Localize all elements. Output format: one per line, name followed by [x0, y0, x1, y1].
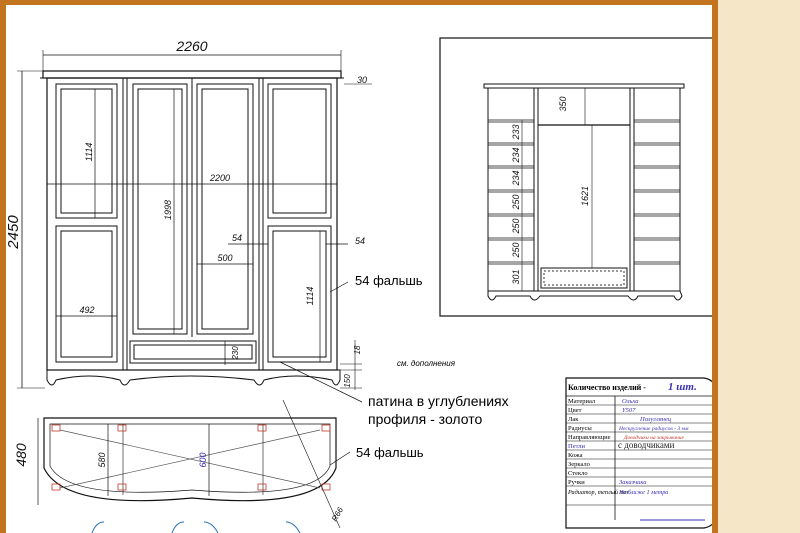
note-see-addition: см. дополнения — [397, 359, 456, 368]
dim-depth: 480 — [13, 443, 29, 467]
tb-quantity-label: Количество изделий - — [568, 383, 646, 392]
tb-row-label: Петли — [568, 443, 586, 450]
dim-width: 2260 — [175, 38, 207, 54]
tb-row-label: Ручки — [568, 479, 585, 486]
dim-inner-width: 2200 — [209, 173, 230, 183]
note-patina-line1: патина в углублениях — [368, 393, 509, 409]
dim-shelf-6: 250 — [511, 242, 521, 258]
note-patina-line2: профиля - золото — [368, 411, 482, 427]
dim-radius: R66 — [330, 505, 345, 523]
left-lower-panel — [55, 225, 118, 363]
right-upper-panel — [267, 83, 332, 219]
dim-shelf-1: 233 — [511, 124, 521, 140]
tb-row-value: Ольха — [622, 398, 639, 405]
dim-center-door: 1998 — [163, 200, 173, 220]
dim-shelf-7: 301 — [511, 269, 521, 284]
door-swing-arrows — [91, 521, 301, 533]
dim-shelf-2: 234 — [511, 147, 521, 163]
tb-row-label: Материал — [568, 398, 596, 405]
plan-outline — [43, 417, 337, 502]
front-view: 2260 2450 30 2200 1114 1998 — [6, 38, 509, 466]
dim-height: 2450 — [6, 215, 22, 250]
tb-row-value: Y507 — [622, 407, 636, 414]
drawing-frame: 2260 2450 30 2200 1114 1998 — [0, 0, 718, 533]
dim-plinth-top: 18 — [353, 345, 362, 354]
left-shelves — [488, 119, 534, 265]
tb-row-value: с доводчиками — [618, 440, 675, 450]
tb-row-label: Направляющие — [568, 434, 611, 441]
tb-quantity-value: 1 шт. — [668, 381, 697, 393]
dim-diagonal: 600 — [198, 452, 208, 467]
dim-plinth: 150 — [343, 374, 352, 388]
plan-hinges — [51, 424, 331, 491]
tb-row-label: Кожа — [568, 452, 583, 459]
dim-lower-panel: 1114 — [305, 287, 315, 306]
front-cornice — [42, 70, 342, 79]
tb-row-value: Полуглянец — [639, 416, 672, 423]
left-upper-panel — [55, 83, 118, 219]
wardrobe-drawing: 2260 2450 30 2200 1114 1998 — [6, 37, 712, 533]
dim-gap-left: 54 — [232, 233, 242, 243]
dim-inner-depth: 580 — [97, 452, 107, 467]
center-right-panel — [196, 83, 254, 335]
note-false-panel-2: 54 фальшь — [356, 445, 424, 460]
tb-row-value: Доводчики на закрывание — [623, 434, 684, 441]
tb-row-value: Заказчика — [619, 479, 647, 486]
tb-row-label: Радиатор, теплый пол — [567, 489, 629, 496]
dim-shelf-3: 234 — [511, 170, 521, 186]
note-false-panel-1: 54 фальшь — [355, 273, 423, 288]
dim-gap-right: 54 — [355, 236, 365, 246]
plan-view: 480 580 600 R66 — [13, 399, 345, 533]
right-shelves — [634, 119, 680, 265]
interior-drawer — [540, 267, 628, 289]
tb-row-label: Лак — [568, 416, 579, 423]
tb-row-label: Цвет — [568, 407, 582, 414]
tb-row-value: Нескругление радиусов - 3 мм — [618, 425, 689, 432]
interior-view: 350 1621 233 234 234 250 250 250 301 — [439, 37, 712, 317]
front-plinth — [46, 369, 341, 386]
tb-row-label: Зеркало — [568, 461, 590, 468]
dim-shelf-5: 250 — [511, 218, 521, 234]
dim-upper-panel: 1114 — [84, 143, 94, 162]
dim-shelf-4: 250 — [511, 194, 521, 210]
dim-overhang: 30 — [357, 75, 367, 85]
right-lower-panel — [267, 225, 332, 363]
tb-row-label: Стекло — [568, 470, 588, 477]
tb-row-value: Не ближе 1 метра — [618, 489, 668, 496]
front-drawer — [129, 340, 257, 364]
drawing-sheet: 2260 2450 30 2200 1114 1998 — [6, 5, 712, 533]
dim-center-door-width: 500 — [217, 253, 232, 263]
center-left-panel — [132, 83, 188, 335]
title-block: Количество изделий - 1 шт. Материал Ольх… — [565, 377, 712, 529]
dim-drawer: 230 — [231, 346, 240, 361]
dim-hanging: 1621 — [580, 186, 590, 206]
dim-side-door-width: 492 — [79, 305, 94, 315]
interior-frame — [439, 37, 712, 317]
tb-row-label: Радиусы — [568, 425, 592, 432]
dim-top-section: 350 — [558, 96, 568, 111]
